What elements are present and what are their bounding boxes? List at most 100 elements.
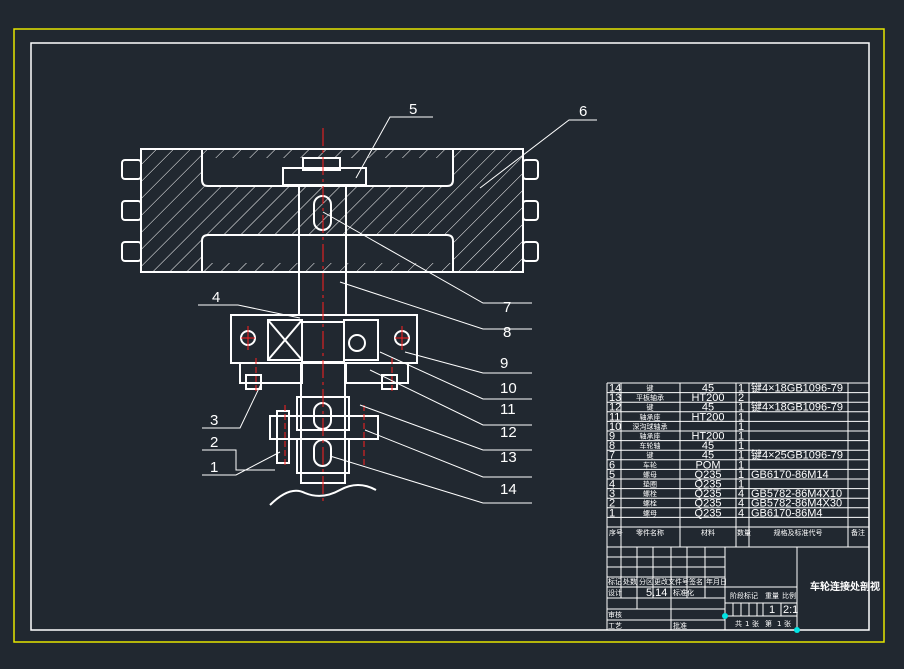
bom-name: 螺母 [643, 470, 657, 479]
bom-no: 6 [609, 459, 615, 471]
drawing-title: 车轮连接处剖视 [810, 580, 880, 593]
balloon-2: 2 [210, 434, 218, 451]
bom-material: 45 [702, 440, 714, 452]
tb-zone: 分区 [639, 577, 653, 586]
balloon-8: 8 [503, 324, 511, 341]
tb-design-val: 5.14 [646, 587, 667, 599]
tb-sign: 签名 [689, 577, 703, 586]
bom-no: 10 [609, 421, 621, 433]
bom-name: 螺母 [643, 508, 657, 517]
centerlines [241, 128, 409, 503]
bom-no: 2 [609, 498, 615, 510]
bom-name: 车轮 [643, 460, 657, 469]
bom-standard: 键4×18GB1096-79 [751, 400, 843, 414]
bom-qty: 1 [738, 402, 744, 414]
bom-material: POM [695, 459, 720, 471]
bom-no: 12 [609, 402, 621, 414]
bom-no: 14 [609, 383, 621, 395]
tb-qty-val: 1 [769, 604, 775, 616]
bom-header-name: 零件名称 [636, 528, 664, 537]
tb-scale-val: 2:1 [783, 604, 798, 616]
inner-frame [30, 42, 870, 631]
bom-no: 3 [609, 488, 615, 500]
bom-name: 轴承座 [640, 412, 661, 421]
tb-scale: 比例 [782, 591, 796, 600]
bom-no: 5 [609, 469, 615, 481]
bom-material: HT200 [691, 392, 724, 404]
part-numbers: 1 2 3 4 5 6 7 8 9 10 11 12 13 14 [210, 101, 587, 498]
bom-material: 45 [702, 450, 714, 462]
tb-sheets: 共 [735, 619, 742, 628]
tb-count: 处数 [623, 577, 637, 586]
grip-handle[interactable] [794, 627, 800, 633]
bom-material: Q235 [695, 469, 722, 481]
bom-material: HT200 [691, 431, 724, 443]
bom-no: 4 [609, 479, 615, 491]
tb-approve: 批准 [673, 621, 687, 630]
tb-date: 年月日 [706, 577, 727, 586]
bom-standard: 键4×18GB1096-79 [751, 381, 843, 395]
bom-qty: 2 [738, 392, 744, 404]
bom-name: 轴承座 [640, 432, 661, 441]
balloon-4: 4 [212, 289, 220, 306]
bom-name: 键 [647, 403, 654, 412]
tb-sheet-unit2: 张 [784, 619, 791, 628]
balloon-5: 5 [409, 101, 417, 118]
balloon-13: 13 [500, 449, 517, 466]
balloon-11: 11 [500, 401, 516, 418]
bom-header-note: 备注 [851, 528, 865, 537]
tb-sheet-no-n: 1 [777, 620, 781, 628]
bom-qty: 1 [738, 421, 744, 433]
bom-name: 平板轴承 [636, 393, 664, 402]
balloon-9: 9 [500, 355, 508, 372]
bom-qty: 4 [738, 488, 744, 500]
bom-name: 车轮轴 [640, 441, 661, 450]
bom-standard: GB6170-86M14 [751, 469, 829, 481]
leader-lines [198, 116, 597, 504]
bom-qty: 4 [738, 507, 744, 519]
bom-no: 9 [609, 431, 615, 443]
bom-qty: 1 [738, 450, 744, 462]
bom-no: 8 [609, 440, 615, 452]
bom-header-no: 序号 [609, 528, 623, 537]
bom-material: 45 [702, 383, 714, 395]
bom-qty: 1 [738, 383, 744, 395]
tb-stage: 阶段标记 [730, 591, 758, 600]
tb-mark: 标记 [608, 577, 622, 586]
bom-no: 13 [609, 392, 621, 404]
bom-qty: 1 [738, 411, 744, 423]
bom-material: 45 [702, 402, 714, 414]
tb-sheets-n: 1 [745, 620, 749, 628]
bom-qty: 1 [738, 440, 744, 452]
grip-handle[interactable] [722, 613, 728, 619]
tb-craft: 工艺 [608, 622, 622, 630]
balloon-1: 1 [210, 459, 218, 476]
bom-material: Q235 [695, 479, 722, 491]
bom-name: 键 [647, 384, 654, 393]
tb-check: 审核 [608, 610, 622, 619]
balloon-3: 3 [210, 412, 218, 429]
bom-material: Q235 [695, 498, 722, 510]
tb-design: 设计 [608, 588, 622, 597]
bom-material: Q235 [695, 507, 722, 519]
balloon-7: 7 [503, 299, 511, 316]
bom-name: 螺栓 [643, 489, 657, 498]
bom-no: 11 [609, 411, 620, 423]
bom-standard: GB5782-86M4X30 [751, 498, 842, 510]
tb-change: 更改文件号 [654, 577, 689, 586]
bom-qty: 1 [738, 431, 744, 443]
bom-standard: GB5782-86M4X10 [751, 488, 842, 500]
bom-header-material: 材料 [701, 528, 715, 537]
bom-name: 螺栓 [643, 499, 657, 508]
balloon-6: 6 [579, 103, 587, 120]
bom-header-standard: 规格及标准代号 [774, 528, 823, 537]
outer-frame [13, 28, 885, 643]
tb-weight: 重量 [765, 592, 779, 600]
bom-qty: 1 [738, 459, 744, 471]
bom-no: 1 [609, 507, 615, 519]
bom-no: 7 [609, 450, 615, 462]
balloon-12: 12 [500, 424, 517, 441]
bom-qty: 1 [738, 469, 744, 481]
